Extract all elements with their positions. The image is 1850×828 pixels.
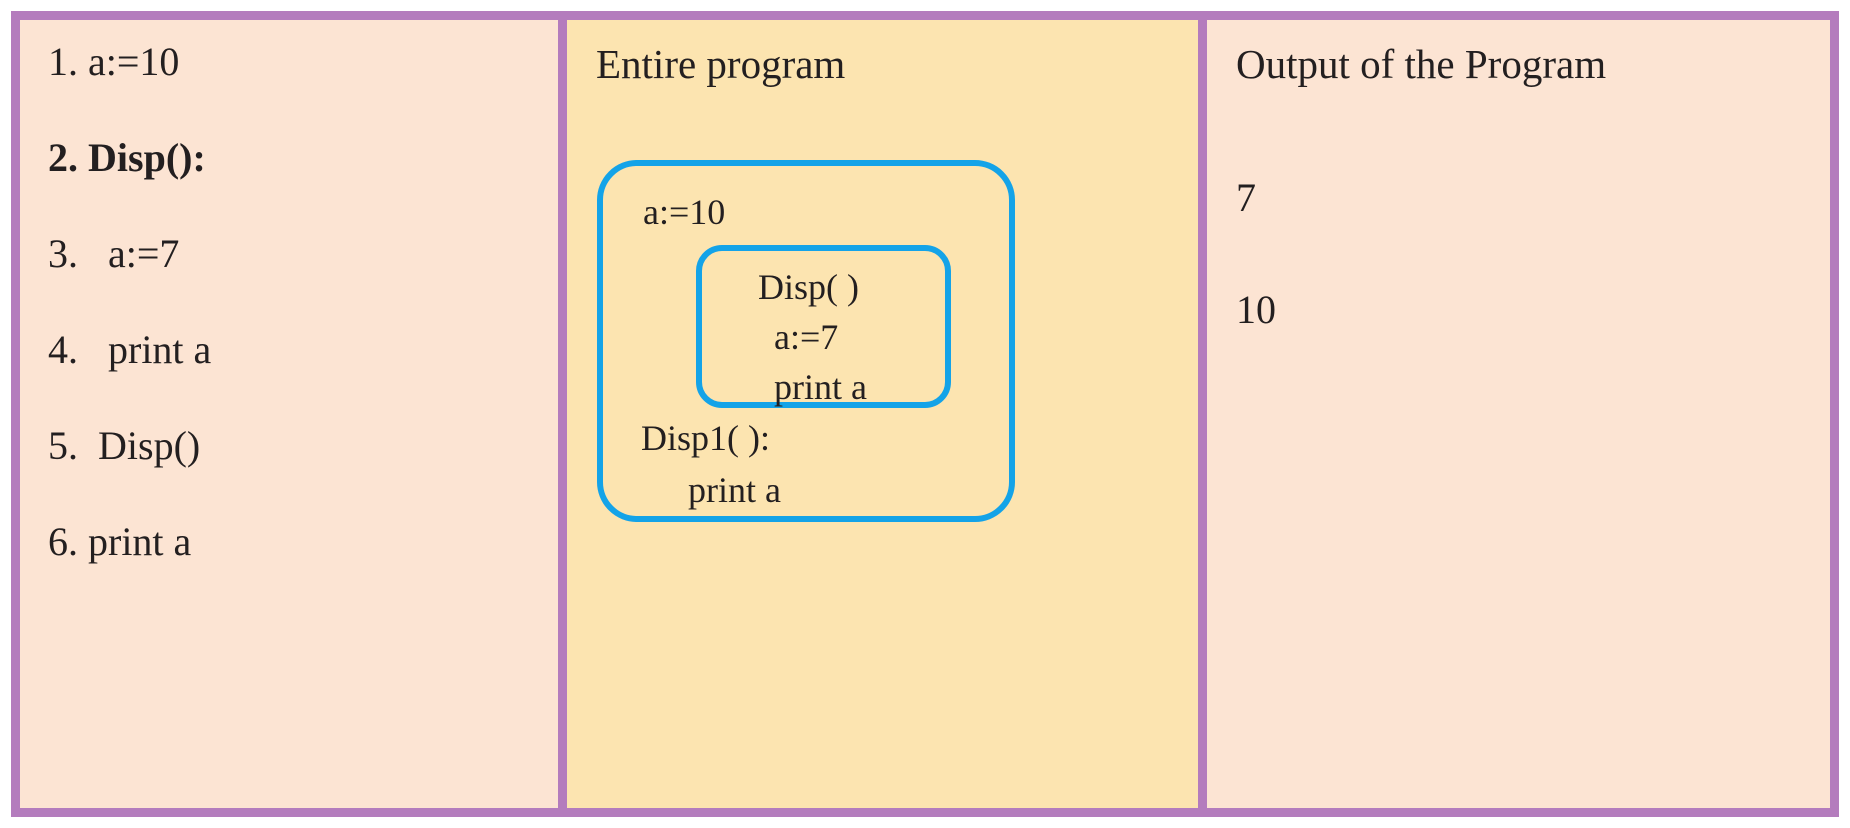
entire-program-column: Entire program a:=10 Disp( ) a:=7 print … xyxy=(567,20,1207,808)
output-column: Output of the Program 7 10 xyxy=(1207,20,1830,808)
outer-scope-line-disp1: Disp1( ): xyxy=(641,418,770,458)
pseudocode-line-2: 2. Disp(): xyxy=(48,135,206,180)
output-value-1: 7 xyxy=(1236,175,1256,220)
pseudocode-line-3: 3. a:=7 xyxy=(48,231,180,276)
output-value-2: 10 xyxy=(1236,287,1276,332)
inner-scope-box: Disp( ) a:=7 print a xyxy=(696,245,951,408)
inner-scope-line-print: print a xyxy=(774,367,867,407)
pseudocode-line-1: 1. a:=10 xyxy=(48,39,180,84)
pseudocode-list: 1. a:=10 2. Disp(): 3. a:=7 4. print a 5… xyxy=(48,42,552,618)
pseudocode-line-5: 5. Disp() xyxy=(48,423,201,468)
outer-scope-line-print: print a xyxy=(688,470,781,510)
inner-scope-line-a-assign: a:=7 xyxy=(774,317,839,357)
pseudocode-column: 1. a:=10 2. Disp(): 3. a:=7 4. print a 5… xyxy=(20,20,567,808)
outer-scope-box: a:=10 Disp( ) a:=7 print a Disp1( ): pri… xyxy=(597,160,1015,522)
entire-program-title: Entire program xyxy=(596,41,846,87)
pseudocode-line-6: 6. print a xyxy=(48,519,192,564)
program-scope-figure: 1. a:=10 2. Disp(): 3. a:=7 4. print a 5… xyxy=(11,11,1839,817)
output-title: Output of the Program xyxy=(1236,41,1607,87)
inner-scope-line-disp: Disp( ) xyxy=(758,267,859,307)
pseudocode-line-4: 4. print a xyxy=(48,327,212,372)
outer-scope-line-a-assign: a:=10 xyxy=(643,192,726,232)
